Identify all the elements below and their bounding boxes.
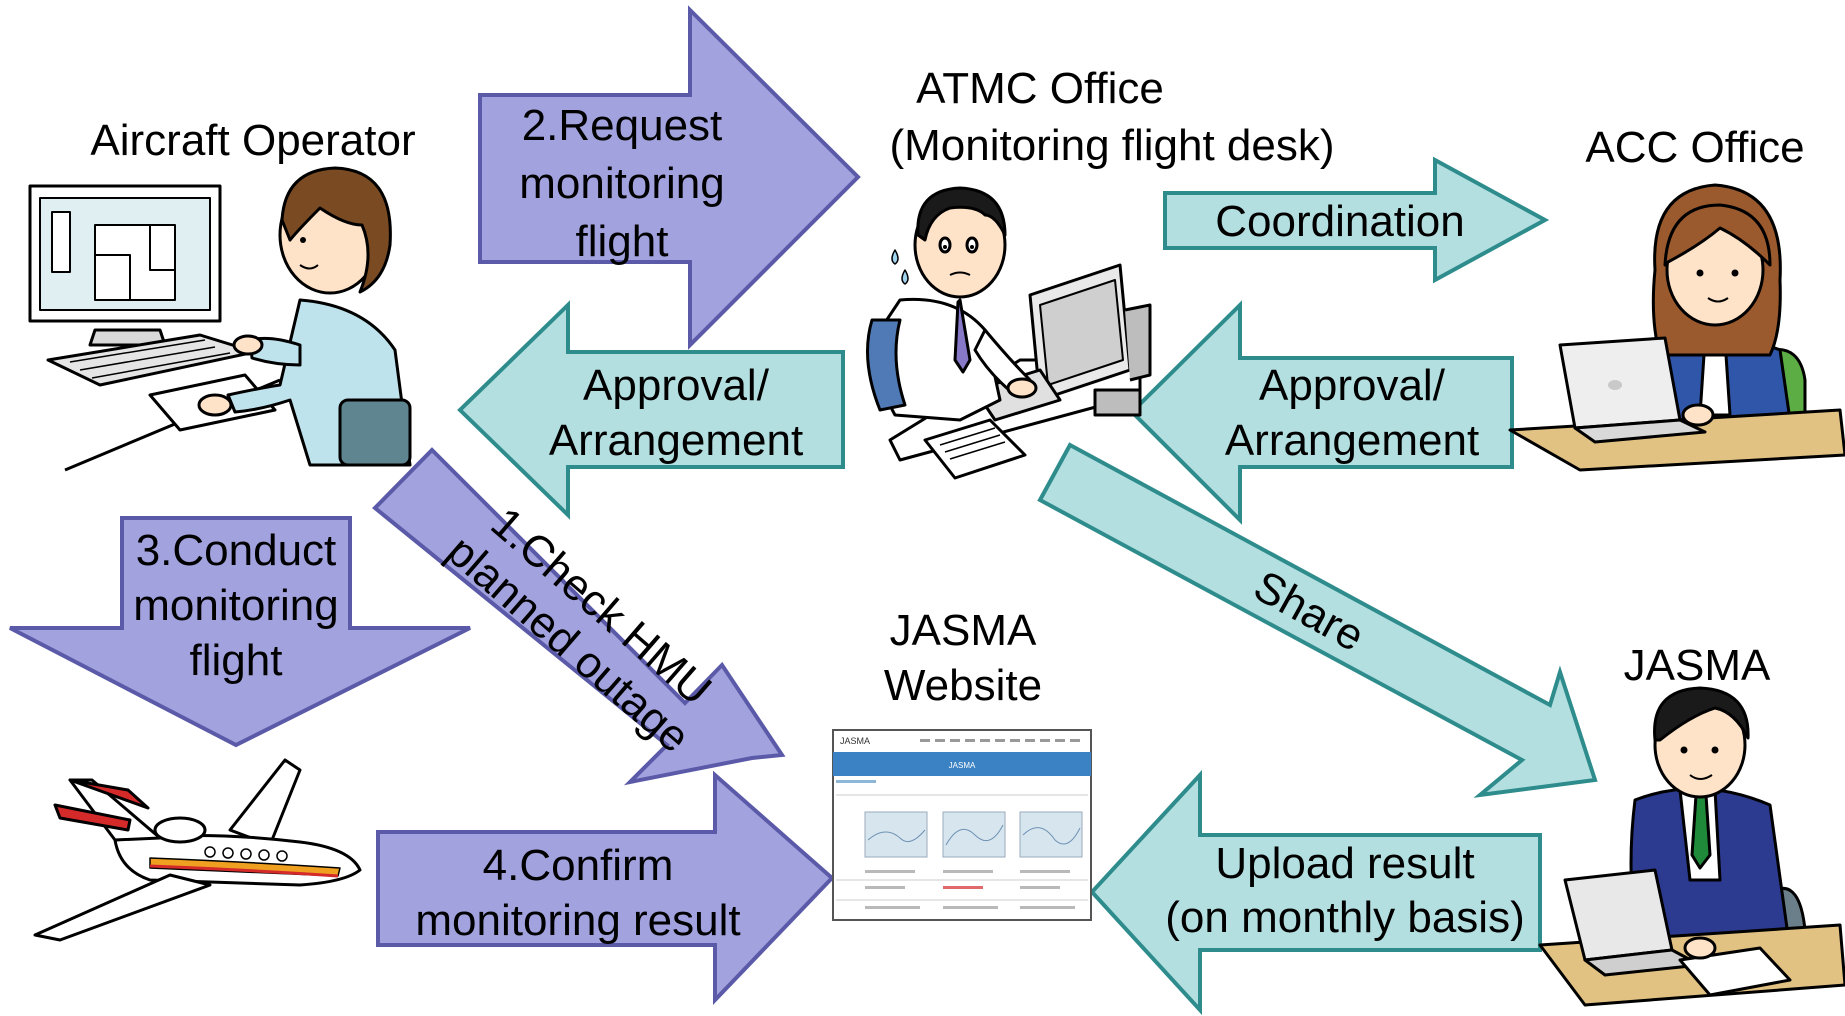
conduct-label-3: flight [190,636,283,685]
jasma-label: JASMA [1624,641,1771,690]
website-logo: JASMA [840,736,870,746]
check-hmu-arrow: 1.Check HMU planned outage [372,447,786,786]
upload-label-1: Upload result [1215,839,1474,888]
approval-left-arrow: Approval/ Arrangement [457,300,845,520]
aircraft-operator-label: Aircraft Operator [90,116,415,165]
share-arrow: Share [1037,442,1598,798]
approval-right-label-2: Arrangement [1225,416,1479,465]
request-arrow: 2.Request monitoring flight [478,5,861,350]
conduct-label-1: 3.Conduct [136,526,337,575]
confirm-label-2: monitoring result [415,896,740,945]
atmc-desk-label: (Monitoring flight desk) [889,121,1334,170]
upload-arrow: Upload result (on monthly basis) [1089,769,1542,1016]
coordination-arrow: Coordination [1163,156,1550,284]
conduct-arrow: 3.Conduct monitoring flight [9,516,471,748]
upload-label-2: (on monthly basis) [1165,893,1524,942]
confirm-arrow: 4.Confirm monitoring result [376,770,835,1005]
atmc-office-label: ATMC Office [916,64,1164,113]
request-label-3: flight [576,217,669,266]
website-banner: JASMA [949,761,976,770]
request-label-1: 2.Request [522,101,723,150]
jasma-person-icon [1538,686,1845,1007]
jasma-website-label-1: JASMA [890,606,1037,655]
aircraft-icon [33,758,362,942]
coordination-label: Coordination [1215,197,1465,246]
operator-person-icon [28,166,412,472]
jasma-website-label-2: Website [884,661,1042,710]
website-screenshot-icon: JASMA JASMA [832,729,1092,921]
approval-left-label-2: Arrangement [549,416,803,465]
atmc-person-icon [866,186,1152,480]
confirm-label-1: 4.Confirm [483,841,674,890]
acc-office-label: ACC Office [1585,123,1804,172]
approval-right-arrow: Approval/ Arrangement [1129,300,1514,525]
conduct-label-2: monitoring [133,581,338,630]
acc-person-icon [1508,183,1845,472]
approval-left-label-1: Approval/ [583,361,770,410]
request-label-2: monitoring [519,159,724,208]
approval-right-label-1: Approval/ [1259,361,1446,410]
